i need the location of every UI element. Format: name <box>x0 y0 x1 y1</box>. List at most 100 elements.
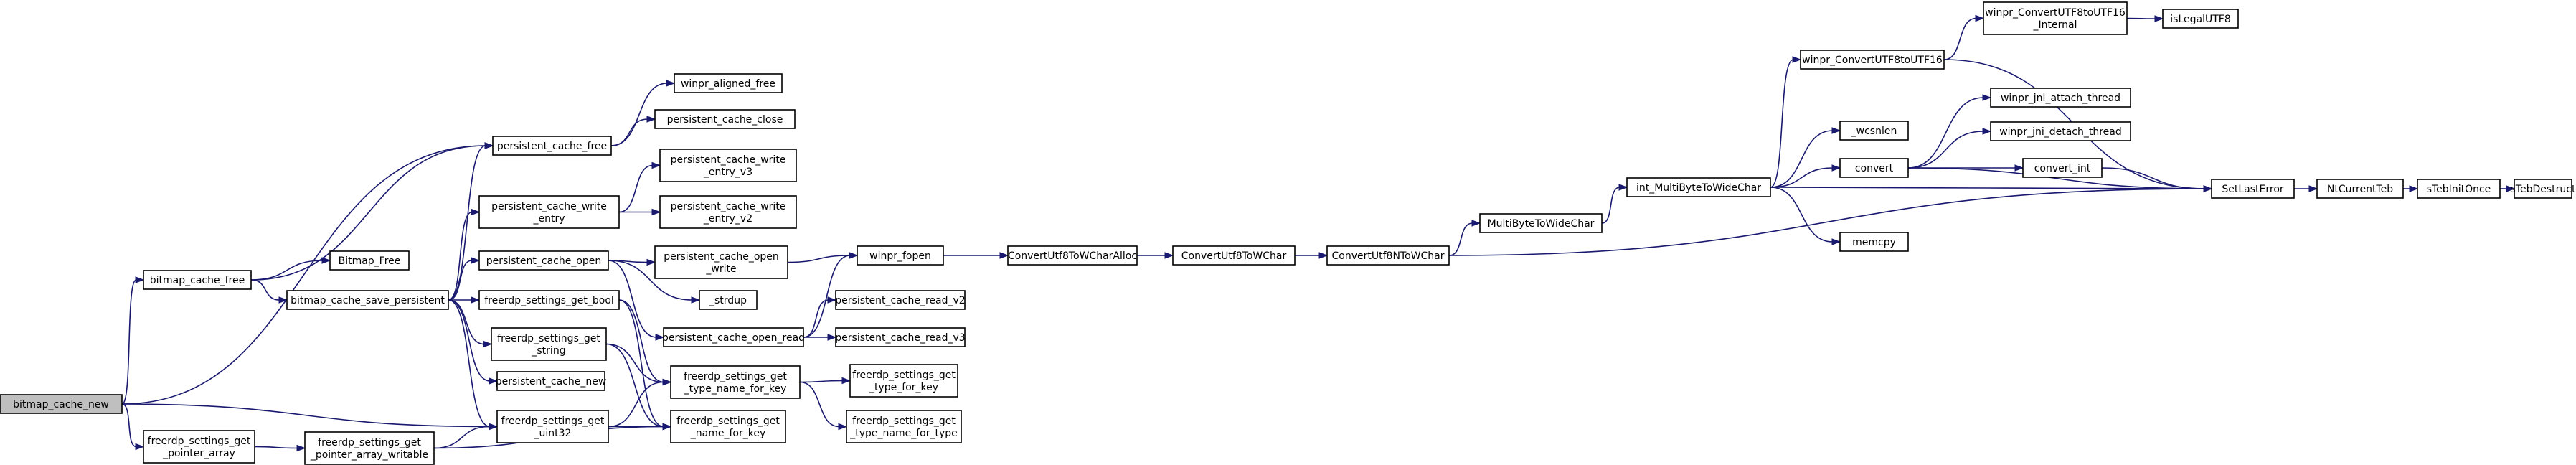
node-convertutf8towcharalloc[interactable]: ConvertUtf8ToWCharAlloc <box>1007 245 1138 266</box>
node-persistent-cache-open-read[interactable]: persistent_cache_open_read <box>662 327 805 347</box>
node-box <box>2514 179 2572 199</box>
node-label: MultiByteToWideChar <box>1488 218 1595 230</box>
edge-line <box>121 403 491 428</box>
edge-arrowhead <box>483 340 493 348</box>
node-label: _uint32 <box>534 428 572 439</box>
node-persistent-cache-free[interactable]: persistent_cache_free <box>492 136 612 156</box>
node-freerdp-settings-get-type-for-key[interactable]: freerdp_settings_get_type_for_key <box>849 364 958 398</box>
node-winpr-convertutf8toutf16[interactable]: winpr_ConvertUTF8toUTF16 <box>1800 50 1945 70</box>
node-box <box>1983 1 2128 35</box>
node-persistent-cache-write-entry-v3[interactable]: persistent_cache_write_entry_v3 <box>659 149 797 182</box>
node-strdup[interactable]: _strdup <box>699 290 758 310</box>
edge-line <box>254 446 298 449</box>
edge-arrowhead <box>2014 164 2024 172</box>
node-persistent-cache-open[interactable]: persistent_cache_open <box>478 250 609 271</box>
node-convertutf8towchar[interactable]: ConvertUtf8ToWChar <box>1172 245 1296 266</box>
node-freerdp-settings-get-bool[interactable]: freerdp_settings_get_bool <box>478 290 620 310</box>
node-persistent-cache-new[interactable]: persistent_cache_new <box>496 371 607 391</box>
edge-line <box>448 211 473 301</box>
node-winpr-jni-detach-thread[interactable]: winpr_jni_detach_thread <box>1990 121 2131 141</box>
node-label: freerdp_settings_get <box>497 333 600 344</box>
node-label: _pointer_array <box>162 448 235 459</box>
node-ntcurrentteb[interactable]: NtCurrentTeb <box>2316 179 2404 199</box>
node-label: freerdp_settings_get <box>852 370 956 381</box>
edge-line <box>1601 187 1620 224</box>
node-box <box>674 73 783 93</box>
node-freerdp-settings-get-name-for-key[interactable]: freerdp_settings_get_name_for_key <box>670 410 786 443</box>
node-stebinitonce[interactable]: sTebInitOnce <box>2417 179 2501 199</box>
node-label: freerdp_settings_get <box>318 437 421 448</box>
node-persistent-cache-write-entry-v2[interactable]: persistent_cache_write_entry_v2 <box>659 195 797 229</box>
node-label: SetLastError <box>2222 184 2284 195</box>
node-multibytetowidechar[interactable]: MultiByteToWideChar <box>1479 213 1603 233</box>
node-persistent-cache-write-entry[interactable]: persistent_cache_write_entry <box>478 195 620 229</box>
edge-arrowhead <box>135 276 145 283</box>
edge-arrowhead <box>651 161 661 169</box>
node-label: memcpy <box>1852 237 1896 248</box>
edge-n30-to-n32 <box>1601 184 1628 224</box>
edge-n20-to-n26 <box>799 381 848 431</box>
edge-line <box>605 343 664 383</box>
node-box <box>1007 245 1138 266</box>
node-persistent-cache-read-v2[interactable]: persistent_cache_read_v2 <box>835 290 966 310</box>
edge-n32-to-n34 <box>1770 127 1841 188</box>
node-int-multibytetowidechar[interactable]: int_MultiByteToWideChar <box>1626 177 1771 197</box>
node-box <box>2417 179 2501 199</box>
node-freerdp-settings-get-pointer-array-writable[interactable]: freerdp_settings_get_pointer_array_writa… <box>304 431 435 465</box>
edge-arrowhead <box>2203 185 2213 192</box>
node-box <box>1990 121 2131 141</box>
node-bitmap-free[interactable]: Bitmap_Free <box>329 250 410 271</box>
edge-arrowhead <box>1164 252 1174 259</box>
node-winpr-jni-attach-thread[interactable]: winpr_jni_attach_thread <box>1990 88 2131 108</box>
edge-arrowhead <box>999 252 1009 259</box>
node-freerdp-settings-get-pointer-array[interactable]: freerdp_settings_get_pointer_array <box>143 430 255 464</box>
node-freerdp-settings-get-type-name-for-key[interactable]: freerdp_settings_get_type_name_for_key <box>670 365 801 399</box>
edge-arrowhead <box>1831 238 1841 245</box>
node-bitmap-cache-save-persistent[interactable]: bitmap_cache_save_persistent <box>286 290 449 310</box>
node-label: winpr_jni_detach_thread <box>1999 126 2122 138</box>
node-persistent-cache-close[interactable]: persistent_cache_close <box>654 109 796 129</box>
node-wcsnlen[interactable]: _wcsnlen <box>1839 121 1909 141</box>
node-box <box>1839 121 1909 141</box>
node-setlasterror[interactable]: SetLastError <box>2211 179 2295 199</box>
node-convertutf8ntowchar[interactable]: ConvertUtf8NToWChar <box>1326 245 1450 266</box>
node-islegalutf8[interactable]: isLegalUTF8 <box>2162 9 2239 29</box>
node-label: _entry <box>532 213 565 225</box>
edge-n6-to-n10 <box>448 208 481 301</box>
node-freerdp-settings-get-uint32[interactable]: freerdp_settings_get_uint32 <box>496 410 609 443</box>
node-winpr-fopen[interactable]: winpr_fopen <box>857 245 944 266</box>
edge-line <box>448 145 486 301</box>
node-convert-int[interactable]: convert_int <box>2022 158 2103 178</box>
node-persistent-cache-read-v3[interactable]: persistent_cache_read_v3 <box>835 327 966 347</box>
edge-n29-to-n30 <box>1448 220 1481 256</box>
node-box <box>329 250 410 271</box>
node-memcpy[interactable]: memcpy <box>1839 232 1909 252</box>
edge-line <box>1943 17 1977 60</box>
edge-n17-to-n22 <box>787 252 859 263</box>
node-label: winpr_ConvertUTF8toUTF16 <box>1802 55 1943 66</box>
node-stebdestruct[interactable]: sTebDestruct <box>2511 179 2576 199</box>
node-label: persistent_cache_open_read <box>662 332 805 344</box>
edge-n13-to-n21 <box>605 343 672 431</box>
node-label: winpr_ConvertUTF8toUTF16 <box>1985 7 2126 19</box>
edge-line <box>433 426 491 449</box>
edge-arrowhead <box>838 423 848 431</box>
node-bitmap-cache-new[interactable]: bitmap_cache_new <box>0 394 123 414</box>
node-bitmap-cache-free[interactable]: bitmap_cache_free <box>143 270 252 290</box>
edge-arrowhead <box>471 208 481 216</box>
edge-n28-to-n29 <box>1295 252 1329 259</box>
edge-line <box>250 260 324 281</box>
node-persistent-cache-open-write[interactable]: persistent_cache_open_write <box>654 245 788 279</box>
node-winpr-aligned-free[interactable]: winpr_aligned_free <box>674 73 783 93</box>
edge-n1-to-n5 <box>250 257 331 281</box>
node-freerdp-settings-get-type-name-for-type[interactable]: freerdp_settings_get_type_name_for_type <box>846 410 962 443</box>
node-box <box>849 364 958 398</box>
edge-n32-to-n35 <box>1770 164 1841 188</box>
node-freerdp-settings-get-string[interactable]: freerdp_settings_get_string <box>491 327 607 361</box>
node-label: _type_name_for_type <box>849 428 958 439</box>
node-box <box>1839 232 1909 252</box>
node-winpr-convertutf8toutf16-internal[interactable]: winpr_ConvertUTF8toUTF16_Internal <box>1983 1 2128 35</box>
node-box <box>835 290 966 310</box>
edge-n19-to-n23 <box>803 296 837 338</box>
node-convert[interactable]: convert <box>1839 158 1909 178</box>
